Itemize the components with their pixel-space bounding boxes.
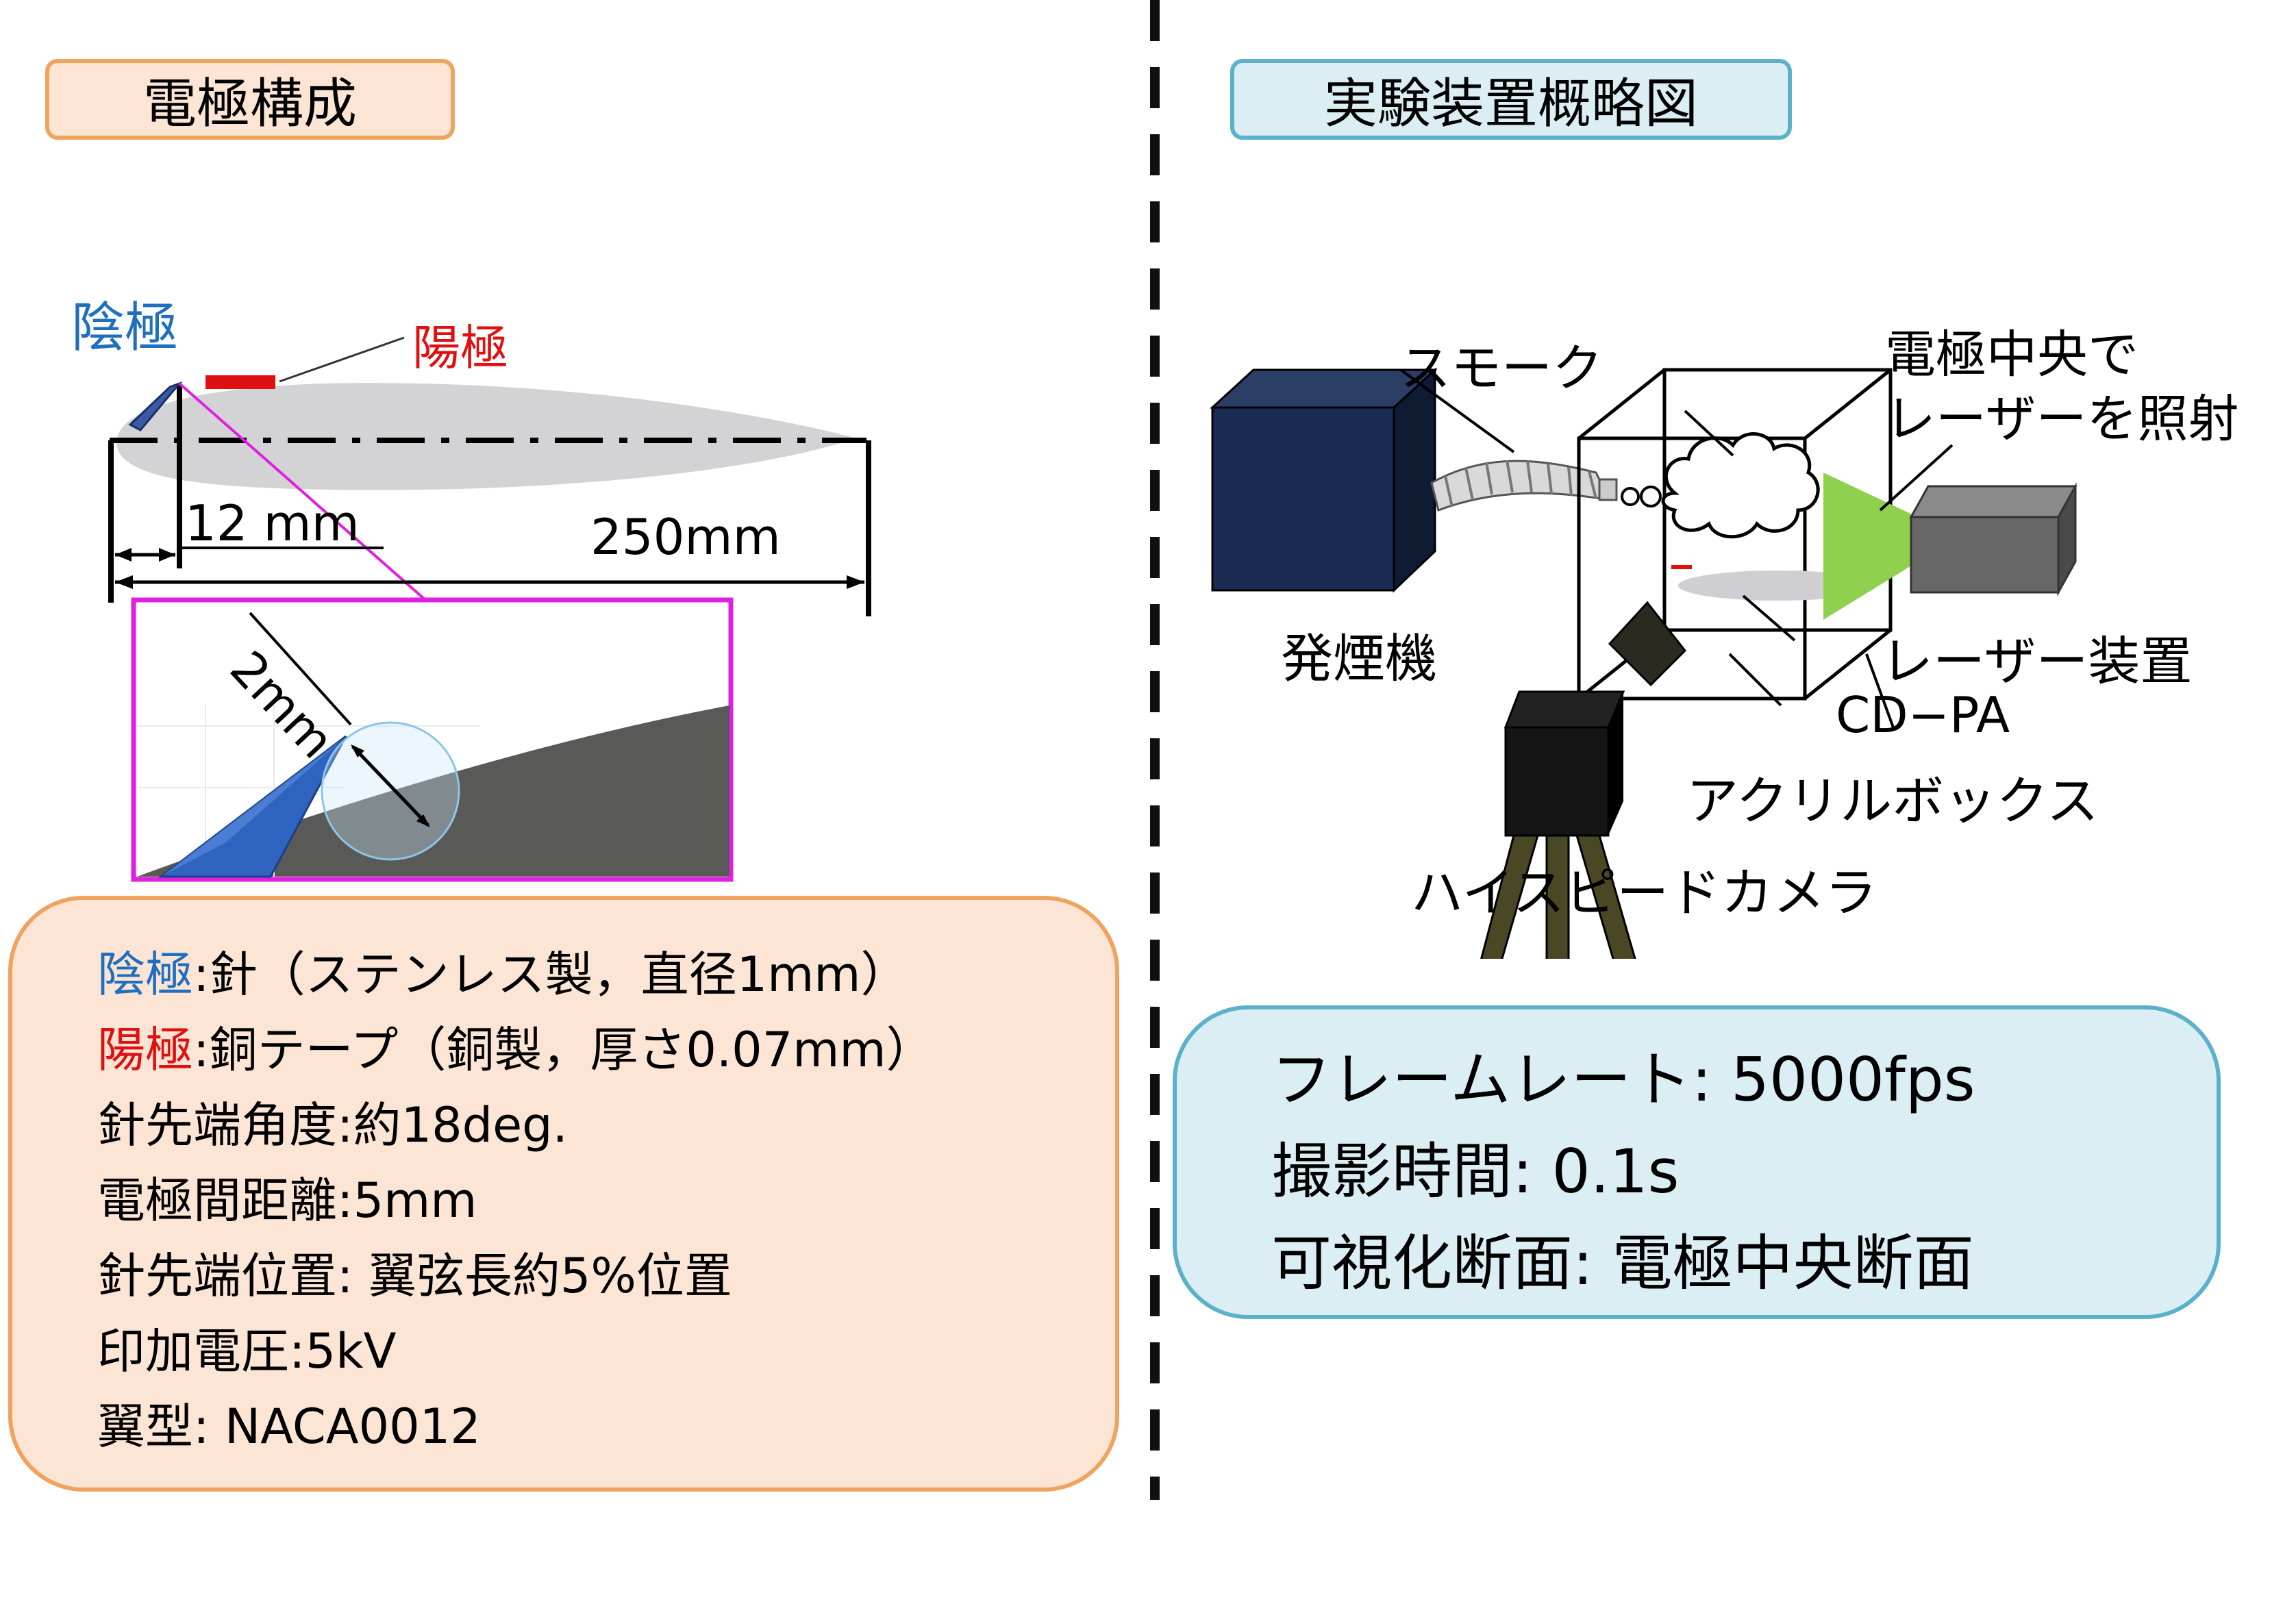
- laser-device-icon: [1909, 482, 2077, 597]
- electrode-config-title-text: 電極構成: [142, 73, 357, 135]
- spec-capture-time: 撮影時間: 0.1s: [1271, 1136, 1680, 1207]
- dim-12mm-label: 12 mm: [185, 494, 360, 552]
- electrode-config-title: 電極構成: [45, 59, 455, 140]
- smoke-generator-icon: [1210, 367, 1438, 593]
- spec-cathode-value: :針（ステンレス製，直径1mm）: [193, 946, 909, 1003]
- high-speed-camera-icon: [1480, 601, 1687, 959]
- setup-diagram: [1210, 367, 2077, 959]
- electrode-spec-box: [8, 896, 1119, 1492]
- electrode-spec-list: 陰極:針（ステンレス製，直径1mm） 陽極:銅テープ（銅製，厚さ0.07mm） …: [97, 937, 934, 1464]
- setup-overview-title: 実験装置概略図: [1230, 59, 1792, 140]
- spec-voltage: 印加電圧:5kV: [97, 1323, 397, 1379]
- electrode-diagram: [108, 336, 871, 882]
- gap-circle: [321, 721, 460, 861]
- spec-needle-position: 針先端位置: 翼弦長約5%位置: [97, 1248, 732, 1304]
- smoke-label: スモーク: [1400, 339, 1603, 398]
- high-speed-camera-label: ハイスピードカメラ: [1411, 862, 1877, 923]
- cathode-label: 陰極: [71, 297, 179, 359]
- smoke-hose-icon: [1430, 460, 1618, 512]
- acrylic-box-icon: [1577, 368, 1893, 701]
- dim-250mm-label: 250mm: [590, 508, 781, 566]
- smoke-cloud-icon: [1661, 432, 1820, 539]
- laser-device-label: レーザー装置: [1881, 631, 2193, 692]
- spec-needle-angle: 針先端角度:約18deg.: [97, 1097, 568, 1153]
- acrylic-box-label: アクリルボックス: [1686, 770, 2099, 831]
- spec-airfoil: 翼型: NACA0012: [97, 1398, 481, 1455]
- spec-cathode: 陰極:針（ステンレス製，直径1mm）: [97, 937, 934, 1012]
- laser-fan-icon: [1823, 473, 1918, 620]
- spec-electrode-gap: 電極間距離:5mm: [97, 1172, 477, 1229]
- anode-tape: [205, 375, 275, 389]
- spec-anode-key: 陽極: [97, 1022, 193, 1078]
- setup-overview-title-text: 実験装置概略図: [1323, 73, 1698, 135]
- anode-label: 陽極: [412, 320, 508, 376]
- laser-center-label-1: 電極中央で: [1885, 325, 2138, 384]
- airfoil-shape: [116, 383, 856, 490]
- camera-spec-box: [1173, 1005, 2221, 1319]
- cdpa-label: CD−PA: [1836, 686, 2010, 744]
- laser-center-label-2: レーザーを照射: [1885, 390, 2239, 449]
- smoke-generator-label: 発煙機: [1281, 628, 1437, 689]
- spec-frame-rate: フレームレート: 5000fps: [1271, 1044, 1975, 1115]
- spec-anode-value: :銅テープ（銅製，厚さ0.07mm）: [193, 1022, 934, 1078]
- camera-spec-list: フレームレート: 5000fps 撮影時間: 0.1s 可視化断面: 電極中央断…: [1271, 1034, 1975, 1309]
- spec-anode: 陽極:銅テープ（銅製，厚さ0.07mm）: [97, 1012, 934, 1088]
- spec-cathode-key: 陰極: [97, 946, 193, 1003]
- spec-visualization-section: 可視化断面: 電極中央断面: [1271, 1228, 1974, 1298]
